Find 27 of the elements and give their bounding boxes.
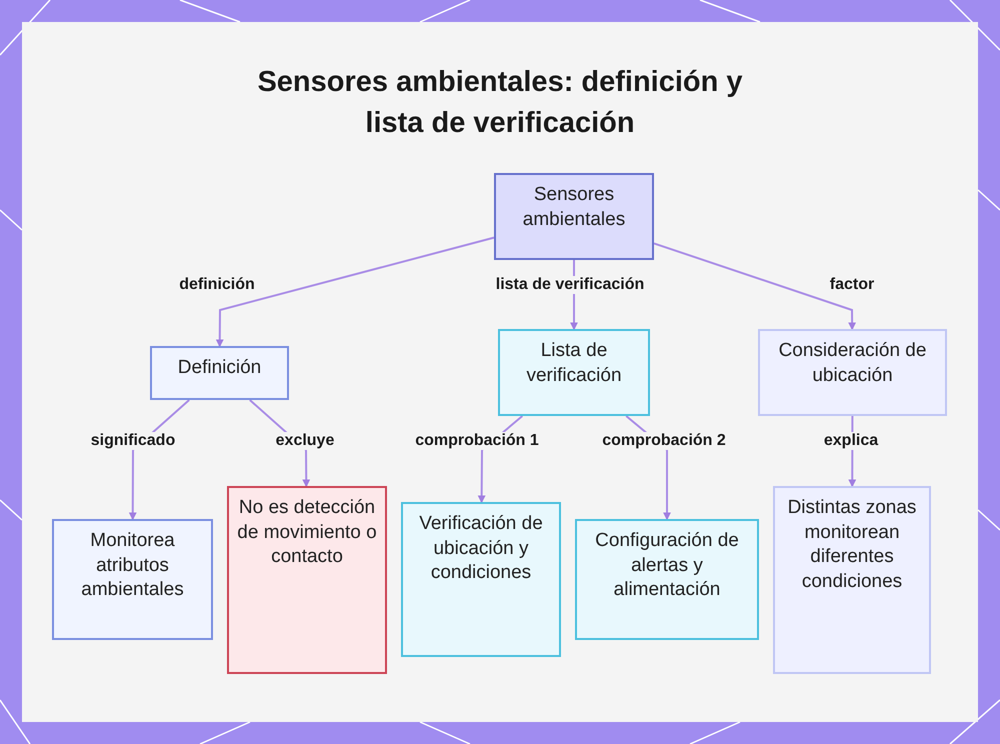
concept-box — [773, 486, 931, 674]
concept-box — [227, 486, 387, 674]
concept-box — [401, 502, 561, 657]
concept-box — [498, 329, 650, 416]
edge-label: significado — [88, 432, 178, 450]
concept-box — [758, 329, 947, 416]
diagram-title: Sensores ambientales: definición y lista de verificación — [256, 65, 744, 141]
edge-label: comprobación 2 — [600, 432, 728, 450]
node-text: Distintas zonas monitorean diferentes condiciones — [786, 496, 918, 594]
node-text: Definición — [178, 356, 262, 380]
edge-label: excluye — [274, 432, 336, 450]
edge-label: explica — [822, 432, 880, 450]
concept-box — [575, 519, 759, 640]
edge-label: lista de verificación — [494, 276, 646, 294]
node-text: Consideración de ubicación — [778, 339, 928, 388]
node-text: Monitorea atributos ambientales — [80, 529, 185, 602]
concept-box — [150, 346, 289, 400]
connector-arrow — [216, 236, 494, 348]
node-text: Lista de verificación — [525, 339, 623, 388]
node-text: Sensores ambientales — [522, 183, 626, 232]
connector-arrow — [654, 242, 856, 330]
node-text: No es detección de movimiento o contacto — [236, 496, 378, 570]
node-text: Verificación de ubicación y condiciones — [418, 512, 544, 586]
concept-box — [494, 173, 654, 260]
concept-box — [52, 519, 213, 640]
edge-label: comprobación 1 — [413, 432, 541, 450]
node-text: Configuración de alertas y alimentación — [594, 529, 740, 602]
